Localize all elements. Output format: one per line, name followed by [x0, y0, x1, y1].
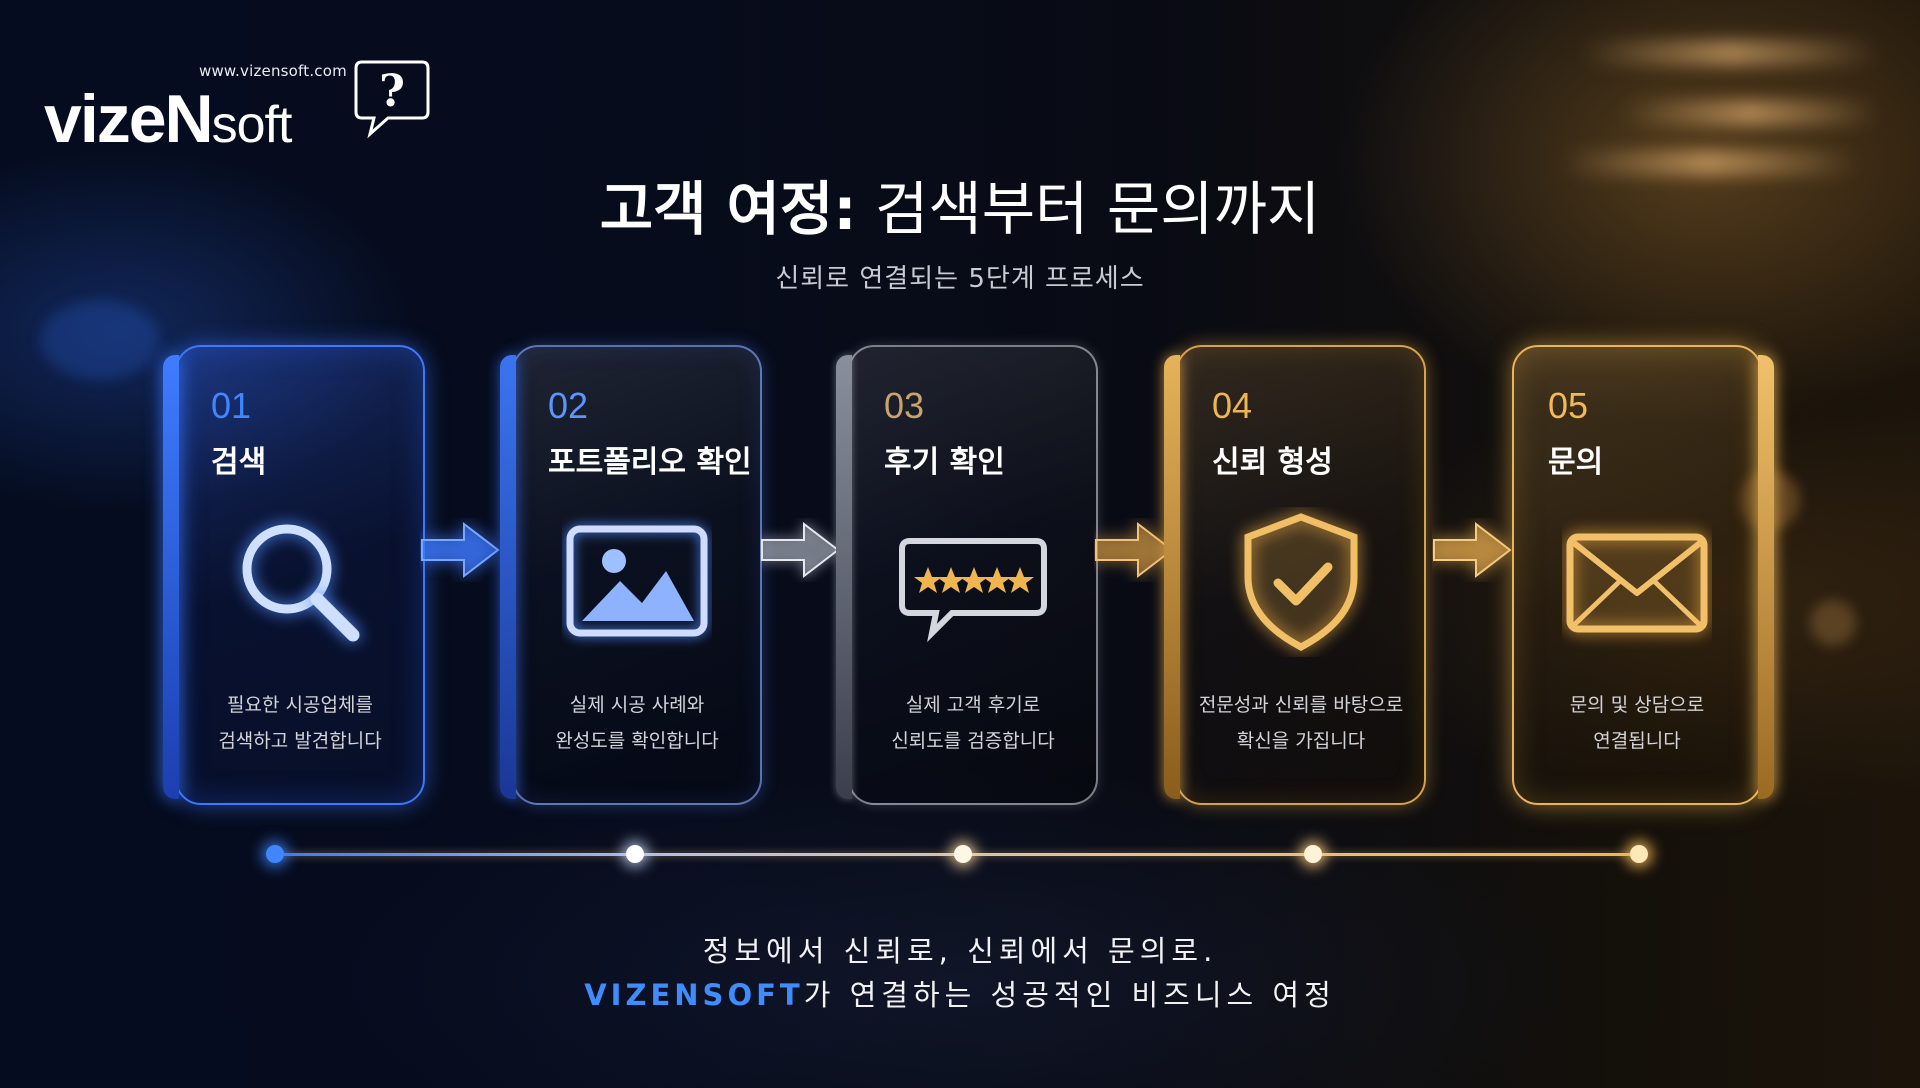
- step-description: 문의 및 상담으로 연결됩니다: [1514, 687, 1760, 759]
- step-number: 05: [1548, 385, 1589, 426]
- step-description-line: 완성도를 확인합니다: [555, 730, 719, 752]
- search-icon: [242, 524, 360, 642]
- step-number: 03: [884, 385, 925, 426]
- step-card-reviews: 03 후기 확인 실제 고객 후기로 신뢰도를 검증합니다: [836, 345, 1098, 805]
- card-edge: [1758, 355, 1774, 799]
- tagline-brand: VIZENSOFT: [584, 978, 804, 1012]
- arrow-right-icon: [421, 521, 500, 579]
- tagline-line-2: VIZENSOFT가 연결하는 성공적인 비즈니스 여정: [0, 972, 1920, 1014]
- step-description-line: 확신을 가집니다: [1236, 730, 1366, 752]
- background-light-bar: [1560, 150, 1860, 176]
- step-description: 필요한 시공업체를 검색하고 발견합니다: [177, 687, 423, 759]
- arrow-right-icon: [761, 521, 840, 579]
- vizensoft-logo: www.vizensoft.com vizeNsoft ?: [44, 58, 444, 158]
- card-edge: [163, 355, 179, 799]
- step-description-line: 실제 시공 사례와: [569, 694, 705, 716]
- page-subtitle: 신뢰로 연결되는 5단계 프로세스: [775, 264, 1145, 294]
- logo-bubble-glyph: ?: [379, 66, 405, 117]
- step-title: 포트폴리오 확인: [548, 445, 752, 480]
- tagline-line-1: 정보에서 신뢰로, 신뢰에서 문의로.: [702, 934, 1218, 968]
- image-icon: [566, 525, 708, 637]
- background-light-bar: [1580, 40, 1880, 66]
- step-description-line: 신뢰도를 검증합니다: [891, 730, 1055, 752]
- card-edge: [836, 355, 852, 799]
- step-number: 01: [211, 385, 252, 426]
- page-title-bold: 고객 여정:: [599, 175, 857, 243]
- tagline-line-2-rest: 가 연결하는 성공적인 비즈니스 여정: [803, 978, 1336, 1012]
- background-light-bar: [1620, 100, 1880, 126]
- timeline-dot: [954, 845, 972, 863]
- step-description-line: 실제 고객 후기로: [905, 694, 1041, 716]
- envelope-icon: [1566, 533, 1708, 633]
- timeline-dot: [1304, 845, 1322, 863]
- logo-main-text: vizeN: [44, 81, 214, 157]
- step-title: 문의: [1548, 445, 1604, 480]
- page-title-light: 검색부터 문의까지: [874, 175, 1321, 243]
- step-card-trust: 04 신뢰 형성 전문성과 신뢰를 바탕으로 확신을 가집니다: [1164, 345, 1426, 805]
- timeline-dot: [626, 845, 644, 863]
- arrow-right-icon: [1433, 521, 1512, 579]
- arrow-right-icon: [1095, 521, 1174, 579]
- logo-url: www.vizensoft.com: [199, 62, 347, 80]
- review-stars-icon: [899, 538, 1047, 643]
- card-edge: [500, 355, 516, 799]
- timeline-dot: [266, 845, 284, 863]
- page-title: 고객 여정: 검색부터 문의까지: [0, 162, 1920, 246]
- logo-suffix-text: soft: [211, 96, 293, 154]
- step-title: 검색: [211, 445, 267, 480]
- step-description-line: 필요한 시공업체를: [227, 694, 373, 716]
- step-title: 후기 확인: [884, 445, 1005, 480]
- background-bokeh: [1810, 600, 1856, 646]
- question-bubble-icon: ?: [354, 60, 430, 139]
- step-card-inquiry: 05 문의 문의 및 상담으로 연결됩니다: [1512, 345, 1774, 805]
- step-description: 실제 고객 후기로 신뢰도를 검증합니다: [850, 687, 1096, 759]
- card-edge: [1164, 355, 1180, 799]
- step-description-line: 검색하고 발견합니다: [218, 730, 382, 752]
- step-number: 04: [1212, 385, 1253, 426]
- shield-check-icon: [1244, 513, 1358, 651]
- step-description-line: 문의 및 상담으로: [1569, 694, 1705, 716]
- step-description: 실제 시공 사례와 완성도를 확인합니다: [514, 687, 760, 759]
- logo-wordmark: vizeNsoft: [44, 80, 293, 158]
- step-description-line: 전문성과 신뢰를 바탕으로: [1198, 694, 1404, 716]
- timeline-dot: [1630, 845, 1648, 863]
- background-bokeh: [40, 300, 160, 380]
- step-card-search: 01 검색 필요한 시공업체를 검색하고 발견합니다: [163, 345, 425, 805]
- step-title: 신뢰 형성: [1212, 445, 1333, 480]
- step-card-portfolio: 02 포트폴리오 확인 실제 시공 사례와 완성도를 확인합니다: [500, 345, 762, 805]
- step-description-line: 연결됩니다: [1593, 730, 1681, 752]
- step-number: 02: [548, 385, 589, 426]
- step-description: 전문성과 신뢰를 바탕으로 확신을 가집니다: [1178, 687, 1424, 759]
